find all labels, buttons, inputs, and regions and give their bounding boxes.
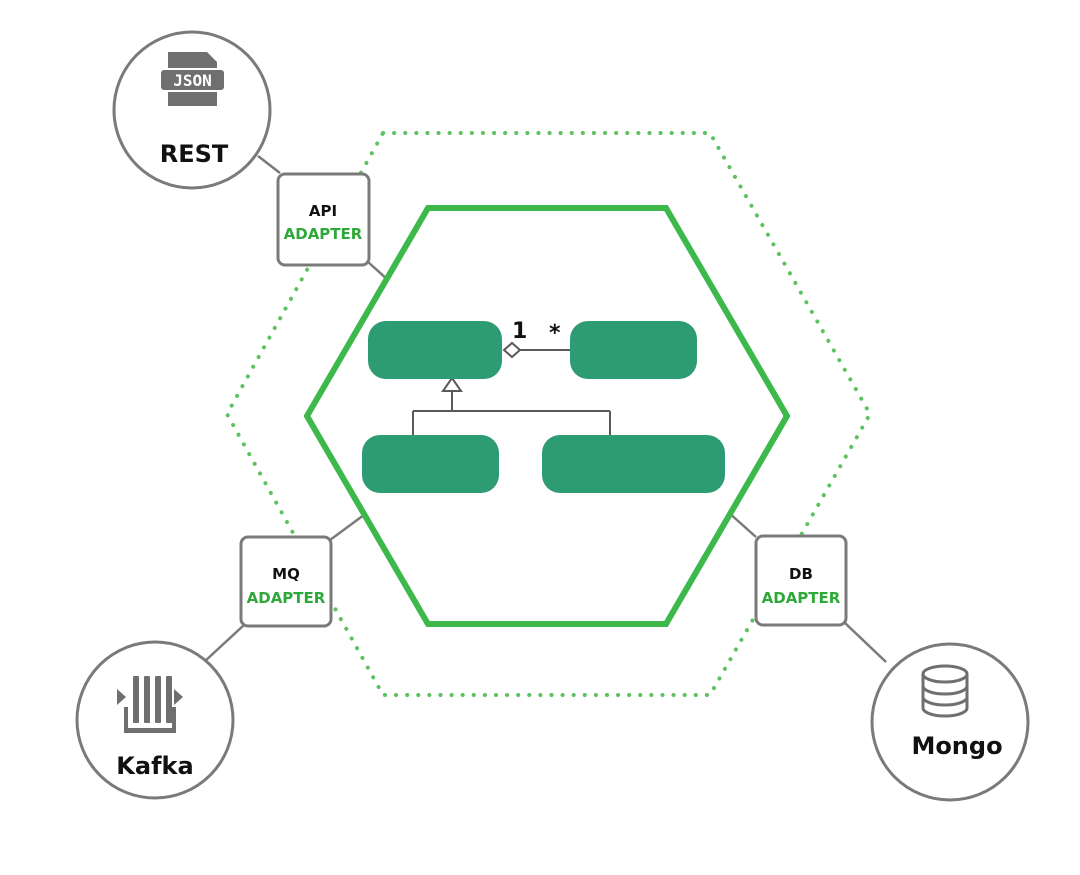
kafka-node: Kafka bbox=[75, 640, 235, 800]
mongo-node: Mongo bbox=[870, 642, 1030, 802]
api-adapter-title: API bbox=[309, 202, 337, 220]
rest-label: REST bbox=[160, 140, 229, 168]
message-queue-icon bbox=[117, 676, 183, 733]
mq-to-kafka-connector bbox=[203, 624, 245, 663]
db-adapter: DB ADAPTER bbox=[754, 534, 848, 627]
core-to-mq-connector bbox=[329, 510, 369, 542]
api-adapter-subtitle: ADAPTER bbox=[284, 225, 363, 243]
core-to-db-connector bbox=[727, 511, 757, 538]
mongo-label: Mongo bbox=[911, 732, 1002, 760]
rest-node: JSON REST bbox=[112, 30, 272, 190]
domain-core-hexagon bbox=[303, 205, 791, 627]
source-multiplicity: 1 bbox=[512, 319, 527, 344]
kafka-label: Kafka bbox=[116, 752, 193, 780]
api-adapter: API ADAPTER bbox=[276, 172, 371, 267]
mq-adapter-title: MQ bbox=[272, 565, 300, 583]
connectors bbox=[203, 155, 887, 663]
target-multiplicity: * bbox=[549, 321, 561, 346]
database-icon bbox=[921, 664, 969, 718]
mq-adapter-subtitle: ADAPTER bbox=[247, 589, 326, 607]
inheritance-triangle-icon bbox=[441, 376, 463, 392]
mq-adapter: MQ ADAPTER bbox=[239, 535, 333, 628]
json-file-icon: JSON bbox=[159, 52, 226, 106]
db-adapter-subtitle: ADAPTER bbox=[762, 589, 841, 607]
aggregation-diamond-icon bbox=[502, 341, 522, 359]
db-to-mongo-connector bbox=[844, 622, 887, 663]
inheritance-relation bbox=[412, 391, 611, 436]
domain-entity-subtype-a bbox=[362, 435, 499, 493]
domain-entity-subtype-b bbox=[542, 435, 725, 493]
domain-entity-associated bbox=[570, 321, 697, 379]
json-icon-label: JSON bbox=[173, 71, 212, 90]
domain-entity-aggregate bbox=[368, 321, 502, 379]
application-boundary-hexagon bbox=[224, 131, 873, 697]
db-adapter-title: DB bbox=[789, 565, 813, 583]
rest-to-api-connector bbox=[257, 155, 281, 174]
